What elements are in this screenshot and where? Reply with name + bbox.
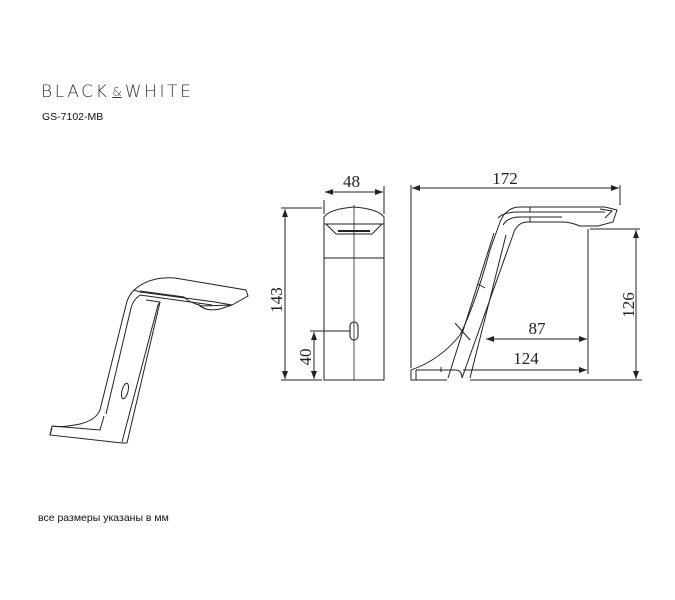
dim-side-length: 172 xyxy=(492,169,518,188)
dim-front-width: 48 xyxy=(343,172,360,191)
isometric-view xyxy=(49,277,249,444)
brand-word-white: WHITE xyxy=(124,82,194,102)
dim-reach-base: 124 xyxy=(513,349,539,368)
model-number: GS-7102-MB xyxy=(42,111,104,123)
dim-spout-height: 126 xyxy=(619,292,638,318)
brand-word-black: BLACK xyxy=(41,82,110,102)
dim-front-height: 143 xyxy=(267,287,286,313)
dim-reach-inner: 87 xyxy=(529,319,547,338)
brand-logo: BLACK&WHITE xyxy=(41,82,193,102)
units-note: все размеры указаны в мм xyxy=(38,512,169,524)
side-view xyxy=(410,185,642,381)
dim-sensor-height: 40 xyxy=(296,349,315,366)
brand-ampersand: & xyxy=(112,85,122,99)
front-view xyxy=(281,186,385,381)
